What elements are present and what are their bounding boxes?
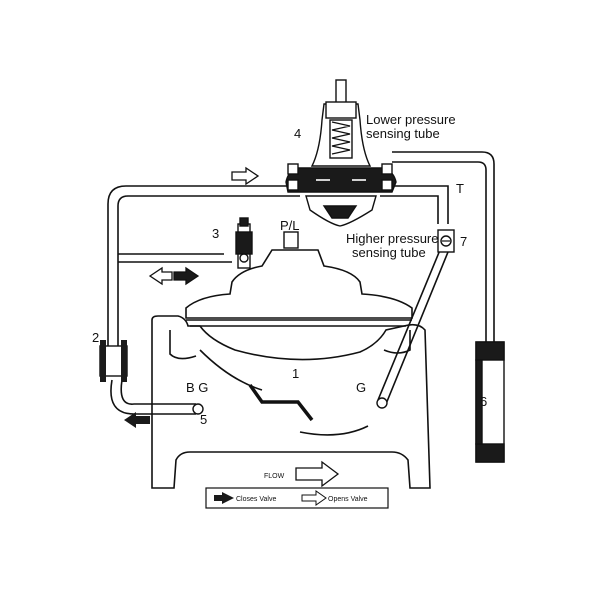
bg-label: B G [186, 380, 208, 395]
pl-port [283, 231, 299, 249]
g-label: G [356, 380, 366, 395]
component-number-6: 6 [480, 394, 487, 409]
flow-label: FLOW [264, 473, 285, 480]
valve-bonnet [185, 249, 413, 327]
component-number-5: 5 [200, 412, 207, 427]
open-arrow-top [231, 166, 260, 186]
component-6-indicator [475, 341, 505, 463]
g-port-end [376, 397, 388, 409]
legend-closes-label: Closes Valve [236, 496, 276, 503]
component-number-4: 4 [294, 126, 301, 141]
component-number-3: 3 [212, 226, 219, 241]
component-4-pilot [285, 79, 397, 227]
t-label: T [456, 181, 464, 196]
valve-stem [248, 383, 314, 422]
lower-tube-label-1: Lower pressure [366, 112, 456, 127]
pl-label: P/L [280, 218, 300, 233]
component-number-2: 2 [92, 330, 99, 345]
higher-tube-label-2: sensing tube [352, 245, 426, 260]
higher-tube-label-1: Higher pressure [346, 231, 439, 246]
lower-tube-label-2: sensing tube [366, 126, 440, 141]
component-number-1: 1 [292, 366, 299, 381]
double-arrow-mid [148, 266, 200, 286]
bg-port-end [192, 403, 204, 415]
component-2-fitting [99, 340, 128, 382]
legend [205, 487, 389, 509]
component-number-7: 7 [460, 234, 467, 249]
component-3-pilot [235, 217, 253, 269]
legend-close-arrow [214, 492, 234, 504]
flow-arrow [295, 460, 340, 488]
close-arrow-left [124, 412, 150, 428]
component-7-check [437, 229, 455, 253]
legend-open-arrow [301, 490, 327, 506]
legend-opens-label: Opens Valve [328, 496, 368, 503]
